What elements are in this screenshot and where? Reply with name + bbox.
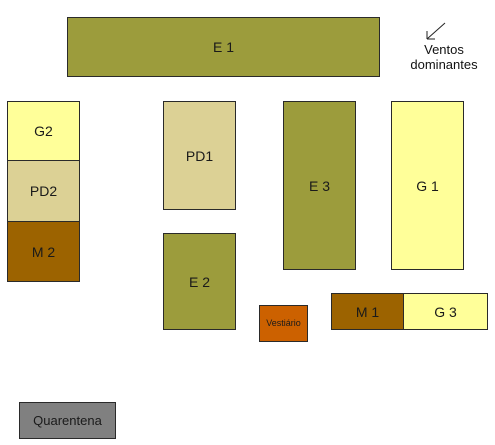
wind-indicator: Ventos dominantes — [396, 22, 492, 78]
arrow-down-left-icon — [426, 22, 446, 40]
block-pd2: PD2 — [7, 160, 80, 222]
block-g2: G2 — [7, 101, 80, 161]
block-quarentena: Quarentena — [19, 402, 116, 439]
block-g3: G 3 — [403, 293, 488, 330]
block-pd1: PD1 — [163, 101, 236, 210]
block-e3: E 3 — [283, 101, 356, 270]
block-m2: M 2 — [7, 221, 80, 282]
block-e2: E 2 — [163, 233, 236, 330]
block-g1: G 1 — [391, 101, 464, 270]
wind-label: Ventos dominantes — [410, 42, 478, 72]
block-e1: E 1 — [67, 17, 380, 77]
block-m1: M 1 — [331, 293, 404, 330]
block-vestiario: Vestiário — [259, 305, 308, 342]
